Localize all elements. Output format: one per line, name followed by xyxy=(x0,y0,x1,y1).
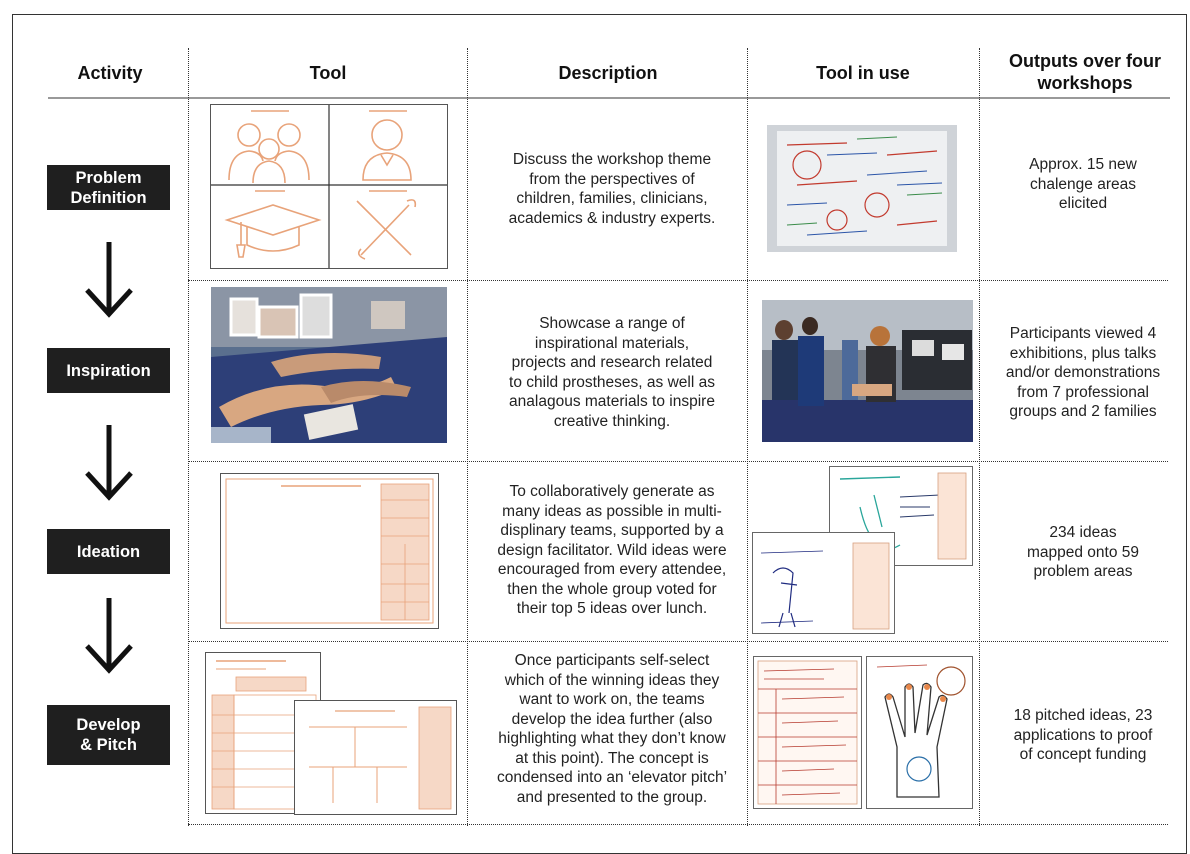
activity-label: Ideation xyxy=(76,542,141,561)
description-line: from the perspectives of xyxy=(529,170,695,188)
description-line: their top 5 ideas over lunch. xyxy=(516,600,708,617)
output-problem-definition: Approx. 15 new chalenge areas elicited xyxy=(988,155,1178,214)
header-tool: Tool xyxy=(309,63,347,83)
grid-hline xyxy=(188,641,1168,642)
description-line: To collaboratively generate as xyxy=(509,483,715,500)
output-line: from 7 professional xyxy=(1017,383,1149,401)
output-line: 234 ideas xyxy=(1049,524,1117,541)
header-activity: Activity xyxy=(77,63,143,83)
description-line: analagous materials to inspire xyxy=(509,393,715,410)
grid-vline xyxy=(747,48,748,826)
header-description: Description xyxy=(558,63,658,83)
output-line: elicited xyxy=(1058,195,1108,212)
description-line: at this point). The concept is xyxy=(515,749,709,767)
description-line: to child prostheses, as well as xyxy=(509,373,715,391)
output-inspiration: Participants viewed 4 exhibitions, plus … xyxy=(988,324,1178,422)
description-line: many ideas as possible in multi- xyxy=(502,502,722,520)
activity-label: Definition xyxy=(70,188,147,207)
down-arrow-icon xyxy=(85,598,133,674)
description-line: Once participants self-select xyxy=(514,652,710,669)
pitch-template-image xyxy=(294,700,457,815)
activity-develop-pitch: Develop & Pitch xyxy=(47,705,170,765)
description-line: then the whole group voted for xyxy=(507,580,717,598)
output-line: Approx. 15 new xyxy=(1029,156,1137,173)
ideation-sheet-photo xyxy=(752,532,895,634)
header-outputs: Outputs over four workshops xyxy=(980,50,1190,94)
description-line: develop the idea further (also xyxy=(511,710,713,728)
description-line: children, families, clinicians, xyxy=(516,190,708,207)
description-line: Discuss the workshop theme xyxy=(512,151,712,168)
whiteboard-photo xyxy=(767,125,957,252)
grid-vline xyxy=(188,48,189,826)
description-line: inspirational materials, xyxy=(534,334,690,352)
description-line: projects and research related xyxy=(511,354,713,371)
description-inspiration: Showcase a range of inspirational materi… xyxy=(478,314,746,431)
header-tool-in-use: Tool in use xyxy=(816,63,910,83)
ideation-template-image xyxy=(220,473,439,629)
activity-inspiration: Inspiration xyxy=(47,348,170,393)
develop-sheet-photo xyxy=(753,656,862,809)
output-line: 18 pitched ideas, 23 xyxy=(1013,707,1153,724)
description-line: displinary teams, supported by a xyxy=(500,522,724,539)
description-problem-definition: Discuss the workshop theme from the pers… xyxy=(478,150,746,228)
description-line: Showcase a range of xyxy=(539,315,685,332)
description-ideation: To collaboratively generate as many idea… xyxy=(478,482,746,619)
output-line: exhibitions, plus talks xyxy=(1009,344,1157,362)
activity-label: Problem xyxy=(75,168,142,187)
grid-vline xyxy=(979,48,980,826)
output-line: problem areas xyxy=(1033,563,1133,580)
inspiration-materials-photo xyxy=(211,287,447,443)
output-line: groups and 2 families xyxy=(1009,403,1157,420)
description-line: which of the winning ideas they xyxy=(504,671,720,689)
exhibition-photo xyxy=(762,300,973,442)
description-develop-pitch: Once participants self-select which of t… xyxy=(478,651,746,807)
description-line: and presented to the group. xyxy=(516,788,708,806)
header-outputs-line2: workshops xyxy=(1037,73,1133,93)
description-line: academics & industry experts. xyxy=(508,209,716,227)
output-line: mapped onto 59 xyxy=(1026,543,1140,561)
down-arrow-icon xyxy=(85,425,133,501)
output-develop-pitch: 18 pitched ideas, 23 applications to pro… xyxy=(988,706,1178,765)
hand-sketch-photo xyxy=(866,656,973,809)
output-line: applications to proof xyxy=(1013,726,1153,744)
header-rule xyxy=(48,97,1170,99)
activity-label: Develop xyxy=(76,716,141,734)
description-line: condensed into an ‘elevator pitch’ xyxy=(496,769,728,786)
grid-hline xyxy=(188,461,1168,462)
description-line: design facilitator. Wild ideas were xyxy=(497,541,727,559)
description-line: creative thinking. xyxy=(553,412,671,430)
description-line: want to work on, the teams xyxy=(519,691,705,708)
output-line: of concept funding xyxy=(1019,746,1147,763)
output-ideation: 234 ideas mapped onto 59 problem areas xyxy=(988,523,1178,582)
activity-label: Inspiration xyxy=(66,361,151,380)
output-line: and/or demonstrations xyxy=(1005,364,1161,381)
grid-hline xyxy=(188,280,1168,281)
description-line: encouraged from every attendee, xyxy=(497,561,727,578)
down-arrow-icon xyxy=(85,242,133,318)
activity-label: & Pitch xyxy=(80,736,137,754)
grid-vline xyxy=(467,48,468,826)
perspectives-template-image xyxy=(210,104,448,269)
description-line: highlighting what they don’t know xyxy=(498,730,726,747)
output-line: chalenge areas xyxy=(1030,175,1136,193)
activity-ideation: Ideation xyxy=(47,529,170,574)
header-outputs-line1: Outputs over four xyxy=(1009,51,1161,71)
output-line: Participants viewed 4 xyxy=(1009,325,1157,342)
grid-hline xyxy=(188,824,1168,825)
